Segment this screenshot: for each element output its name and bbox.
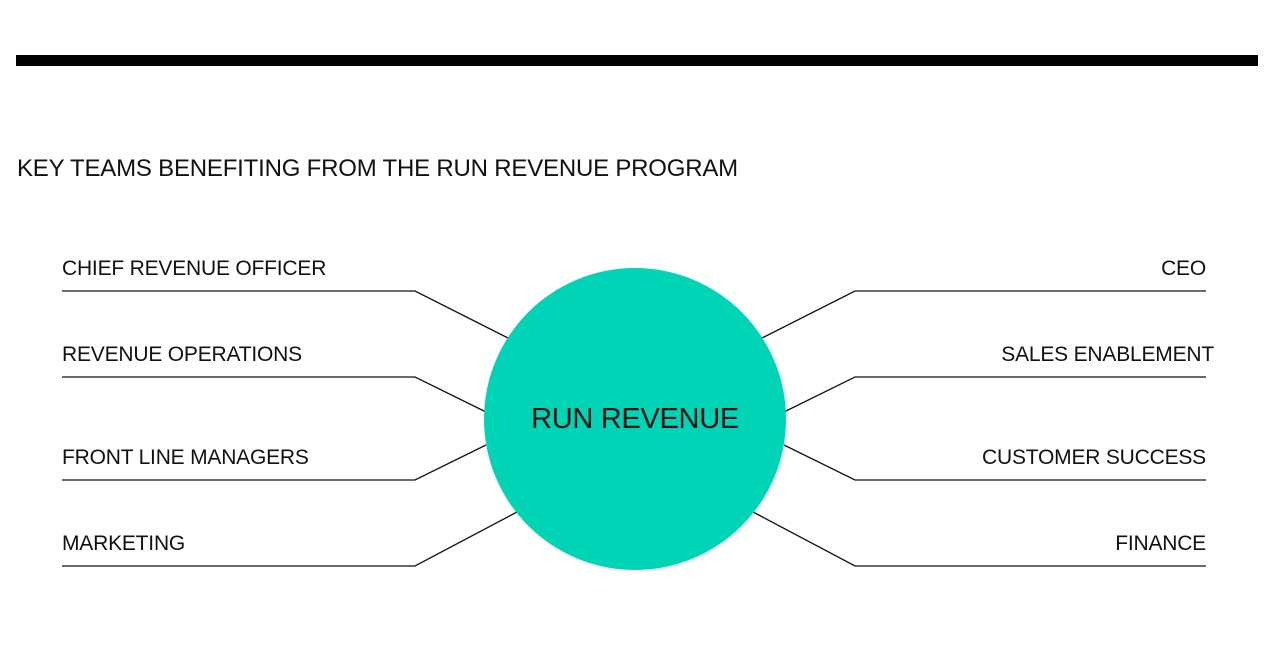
team-label-chief-revenue-officer: CHIEF REVENUE OFFICER <box>62 257 327 280</box>
connector-marketing <box>62 511 518 567</box>
connector-customer-success <box>783 444 1206 481</box>
connector-revenue-operations <box>62 376 487 413</box>
top-rule <box>16 55 1258 66</box>
connector-finance <box>752 511 1206 567</box>
diagram-title: KEY TEAMS BENEFITING FROM THE RUN REVENU… <box>17 155 738 182</box>
hub-label: RUN REVENUE <box>531 403 739 435</box>
team-label-sales-enablement: SALES ENABLEMENT <box>1001 343 1214 366</box>
team-label-marketing: MARKETING <box>62 532 186 555</box>
team-label-ceo: CEO <box>1161 257 1206 280</box>
team-label-customer-success: CUSTOMER SUCCESS <box>982 446 1206 469</box>
connector-ceo <box>761 290 1206 339</box>
team-label-revenue-operations: REVENUE OPERATIONS <box>62 343 302 366</box>
connector-sales-enablement <box>783 376 1206 413</box>
team-label-front-line-managers: FRONT LINE MANAGERS <box>62 446 309 469</box>
connector-front-line-managers <box>62 444 487 481</box>
connector-chief-revenue-officer <box>62 290 509 339</box>
run-revenue-hub: RUN REVENUE <box>484 268 786 570</box>
team-label-finance: FINANCE <box>1115 532 1206 555</box>
